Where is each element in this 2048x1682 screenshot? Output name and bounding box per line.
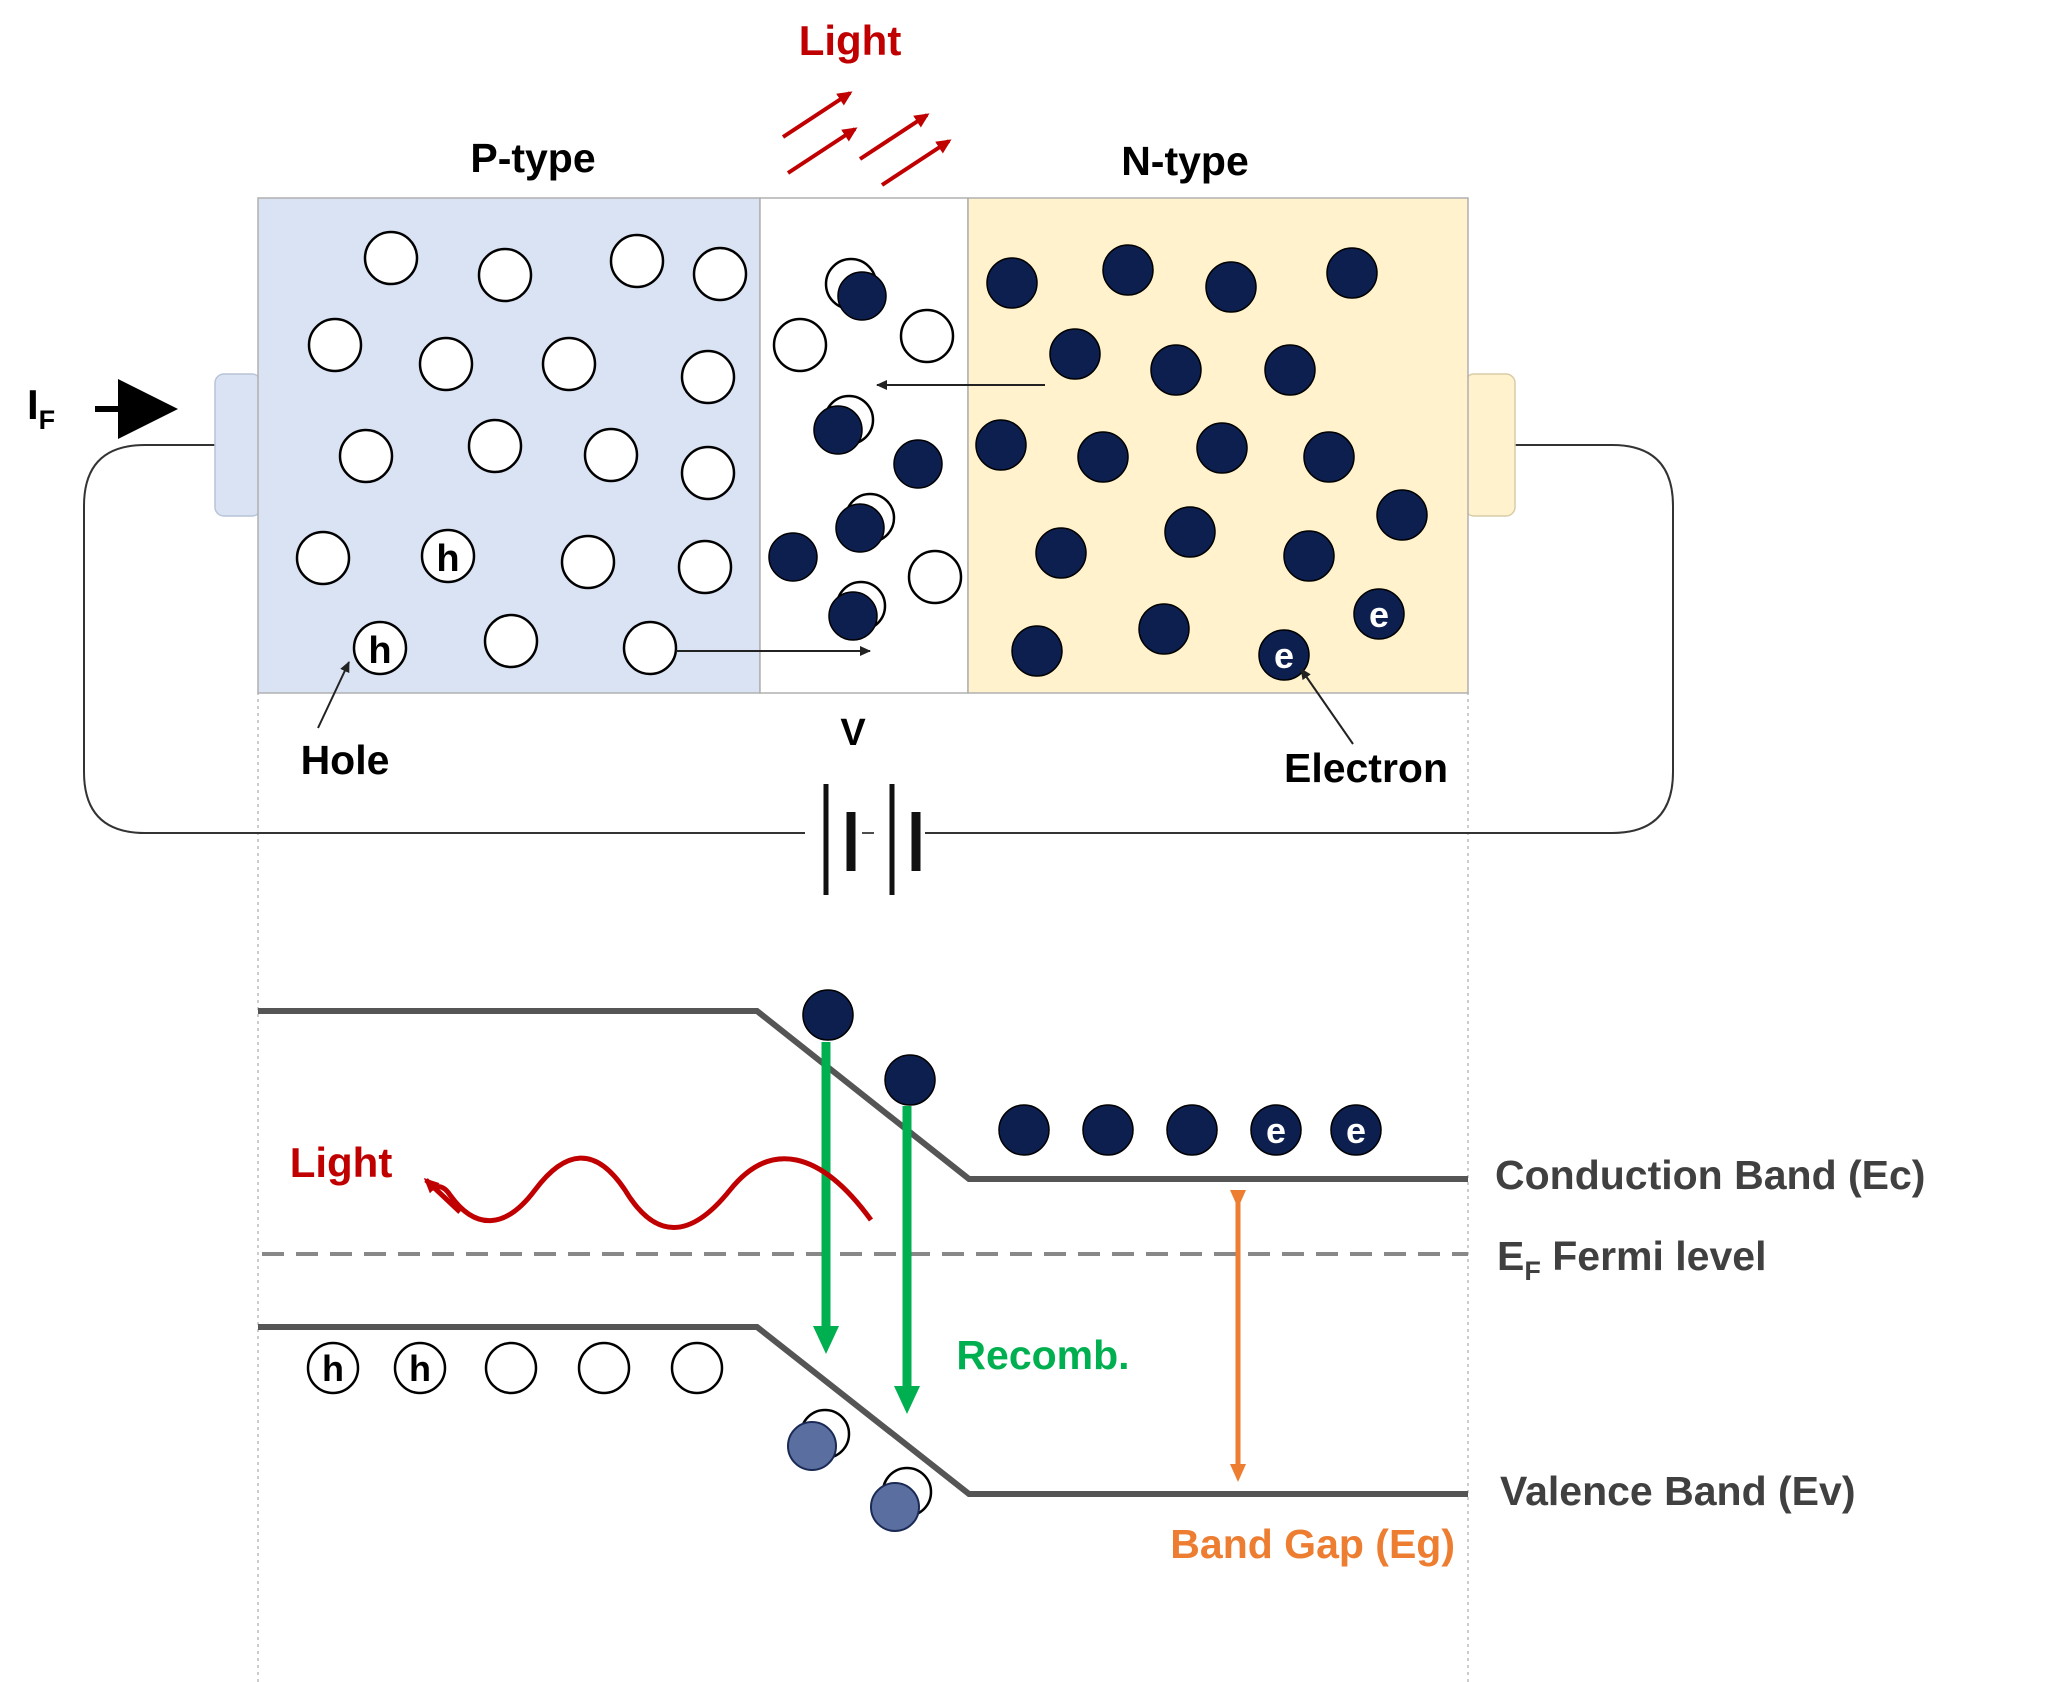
hole-symbol: h — [368, 630, 391, 672]
recombined-pairs — [787, 1408, 933, 1532]
voltage-label: V — [840, 712, 866, 754]
recomb-label: Recomb. — [956, 1332, 1129, 1378]
n-region-electrons — [975, 244, 1428, 681]
fermi-level-label: EF Fermi level — [1497, 1233, 1766, 1286]
hole-symbol: h — [436, 538, 459, 580]
electron-symbol: e — [1369, 594, 1389, 635]
conduction-band-line — [258, 1008, 1468, 1182]
light-band-label: Light — [290, 1139, 393, 1186]
hole-symbol: h — [409, 1348, 431, 1389]
light-wave — [429, 1155, 874, 1230]
valence-band-line — [258, 1324, 1468, 1497]
n-contact — [1464, 373, 1516, 517]
electron-label: Electron — [1284, 745, 1448, 791]
light-wave-arrowhead — [423, 1177, 462, 1214]
p-contact — [214, 373, 262, 517]
band-gap-label: Band Gap (Eg) — [1170, 1521, 1455, 1567]
electron-pointer — [1300, 668, 1354, 745]
band-holes — [306, 1341, 724, 1395]
hole-symbol: h — [322, 1348, 344, 1389]
p-region-holes — [295, 230, 748, 676]
n-type-label: N-type — [1121, 138, 1249, 184]
current-label: IF — [27, 381, 55, 435]
electron-symbol: e — [1274, 635, 1294, 676]
p-type-label: P-type — [470, 135, 595, 181]
hole-label: Hole — [301, 737, 390, 783]
circuit-wire — [83, 444, 1674, 834]
depletion-electrons — [768, 271, 943, 641]
emitted-light-arrows — [781, 91, 952, 187]
electron-symbol: e — [1266, 1110, 1286, 1151]
electron-symbol: e — [1346, 1110, 1366, 1151]
light-top-label: Light — [799, 17, 902, 64]
conduction-band-label: Conduction Band (Ec) — [1495, 1152, 1925, 1198]
band-electrons — [802, 989, 1382, 1156]
valence-band-label: Valence Band (Ev) — [1500, 1468, 1855, 1514]
battery-symbol — [823, 784, 921, 895]
hole-pointer — [317, 661, 350, 729]
